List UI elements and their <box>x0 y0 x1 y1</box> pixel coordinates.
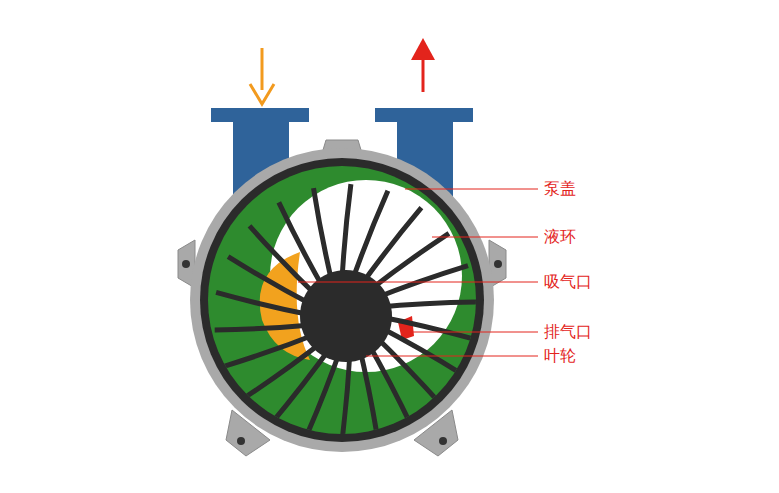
pump-cover <box>190 148 494 452</box>
impeller-hub <box>300 270 392 362</box>
casing-lugs <box>178 140 506 456</box>
part-label: 泵盖 <box>542 180 578 198</box>
part-label: 吸气口 <box>542 273 594 291</box>
part-label: 叶轮 <box>542 347 578 365</box>
part-label: 排气口 <box>542 323 594 341</box>
casing-ring <box>200 158 484 442</box>
impeller-blades <box>215 184 478 448</box>
inlet-arrow <box>250 48 274 104</box>
outlet-arrow <box>411 38 435 92</box>
leader-lines <box>298 189 538 356</box>
liquid-ring <box>208 166 476 434</box>
part-label: 液环 <box>542 228 578 246</box>
